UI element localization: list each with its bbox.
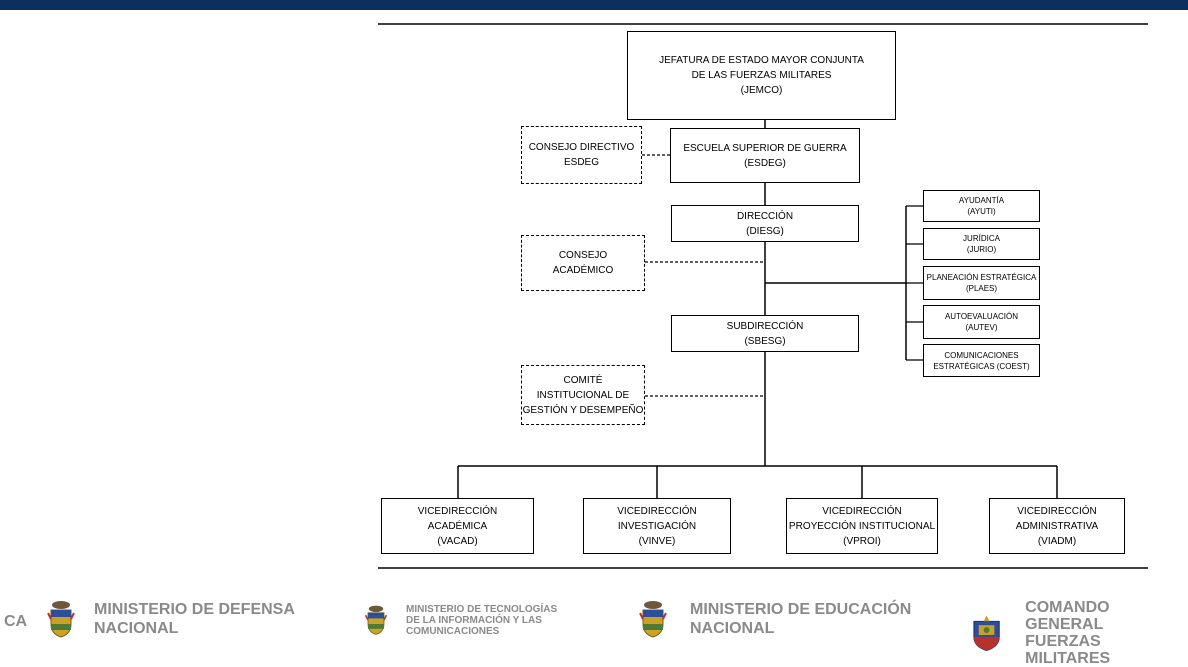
logo-text-line: COMUNICACIONES <box>406 625 500 637</box>
logo-text-line: COMANDO GENERAL <box>1025 599 1110 633</box>
top-accent-bar <box>0 0 1188 10</box>
comite-line: GESTIÓN Y DESEMPEÑO <box>522 404 644 416</box>
subdireccion-box: SUBDIRECCIÓN (SBESG) <box>671 315 859 352</box>
comite-box: COMITÉ INSTITUCIONAL DE GESTIÓN Y DESEMP… <box>521 365 645 425</box>
consejo-directivo-line: ESDEG <box>563 157 599 168</box>
logo-text-line: FUERZAS MILITARES <box>1025 633 1111 667</box>
staff-unit-line: (JURIO) <box>966 245 997 254</box>
vicedireccion-line: VICEDIRECCIÓN <box>617 505 697 517</box>
consejo-academico-line: ACADÉMICO <box>552 265 614 276</box>
staff-unit-line: AYUDANTÍA <box>958 196 1005 205</box>
connector-lines <box>378 23 1148 569</box>
logo-mintic[interactable]: MINISTERIO DE TECNOLOGÍAS DE LA INFORMAC… <box>364 603 557 637</box>
esdeg-box: ESCUELA SUPERIOR DE GUERRA (ESDEG) <box>670 128 860 183</box>
coat-of-arms-icon <box>47 601 75 638</box>
esdeg-line: ESCUELA SUPERIOR DE GUERRA <box>683 142 847 154</box>
jemco-line: DE LAS FUERZAS MILITARES <box>691 70 832 81</box>
direccion-line: (DIESG) <box>746 225 784 237</box>
logo-text-line: MINISTERIO DE TECNOLOGÍAS <box>406 603 558 615</box>
org-chart: JEFATURA DE ESTADO MAYOR CONJUNTA DE LAS… <box>378 23 1148 569</box>
logo-mineducacion[interactable]: MINISTERIO DE EDUCACIÓN NACIONAL <box>638 599 911 639</box>
cut-off-text: CA <box>4 613 28 630</box>
logo-text-line: MINISTERIO DE DEFENSA <box>94 601 295 618</box>
vicedireccion-line: (VACAD) <box>437 535 478 547</box>
jemco-line: JEFATURA DE ESTADO MAYOR CONJUNTA <box>659 55 864 66</box>
staff-unit-autev: AUTOEVALUACIÓN (AUTEV) <box>923 305 1040 339</box>
staff-unit-line: (AUTEV) <box>965 323 998 332</box>
vicedireccion-proyeccion: VICEDIRECCIÓN PROYECCIÓN INSTITUCIONAL (… <box>786 498 938 554</box>
direccion-line: DIRECCIÓN <box>736 210 794 222</box>
vicedireccion-academica: VICEDIRECCIÓN ACADÉMICA (VACAD) <box>381 498 534 554</box>
vicedireccion-line: ACADÉMICA <box>427 520 488 532</box>
military-shield-icon <box>973 615 1000 652</box>
jemco-box: JEFATURA DE ESTADO MAYOR CONJUNTA DE LAS… <box>627 31 896 120</box>
coat-of-arms-icon <box>364 605 388 635</box>
vicedireccion-line: (VIADM) <box>1037 535 1077 547</box>
staff-unit-line: COMUNICACIONES <box>944 350 1019 360</box>
vicedireccion-line: VICEDIRECCIÓN <box>417 505 498 517</box>
staff-unit-line: AUTOEVALUACIÓN <box>944 312 1019 321</box>
logo-text-line: MINISTERIO DE EDUCACIÓN <box>690 601 912 618</box>
subdireccion-line: (SBESG) <box>744 335 786 347</box>
logo-text-line: NACIONAL <box>94 620 179 637</box>
coat-of-arms-icon <box>639 601 667 638</box>
vicedireccion-administrativa: VICEDIRECCIÓN ADMINISTRATIVA (VIADM) <box>989 498 1125 554</box>
vicedireccion-line: (VPROI) <box>843 535 881 547</box>
staff-unit-line: (PLAES) <box>965 284 998 293</box>
consejo-directivo-line: CONSEJO DIRECTIVO <box>528 142 635 153</box>
staff-unit-ayuti: AYUDANTÍA (AYUTI) <box>923 190 1040 222</box>
consejo-directivo-box: CONSEJO DIRECTIVO ESDEG <box>521 126 642 184</box>
esdeg-line: (ESDEG) <box>744 157 786 169</box>
staff-unit-jurio: JURÍDICA (JURIO) <box>923 228 1040 260</box>
staff-unit-line: JURÍDICA <box>963 234 1000 243</box>
ministry-logo-strip: CA MINISTERIO DE DEFENSA NACIONAL MINIST… <box>0 585 1188 667</box>
staff-unit-line: (AYUTI) <box>967 207 996 216</box>
staff-unit-plaes: PLANEACIÓN ESTRATÉGICA (PLAES) <box>923 266 1040 300</box>
staff-unit-coest: COMUNICACIONES ESTRATÉGICAS (COEST) <box>923 344 1040 377</box>
vicedireccion-line: ADMINISTRATIVA <box>1015 520 1099 532</box>
logo-comando-general[interactable]: COMANDO GENERAL FUERZAS MILITARES <box>970 599 1188 667</box>
vicedireccion-line: (VINVE) <box>638 535 676 547</box>
logo-mindefensa[interactable]: MINISTERIO DE DEFENSA NACIONAL <box>46 599 295 639</box>
staff-unit-line: ESTRATÉGICAS (COEST) <box>933 361 1030 371</box>
vicedireccion-investigacion: VICEDIRECCIÓN INVESTIGACIÓN (VINVE) <box>583 498 731 554</box>
vicedireccion-line: INVESTIGACIÓN <box>617 520 697 532</box>
vicedireccion-line: PROYECCIÓN INSTITUCIONAL <box>788 520 936 532</box>
vicedireccion-line: VICEDIRECCIÓN <box>1017 505 1097 517</box>
logo-text-line: NACIONAL <box>690 620 775 637</box>
vicedireccion-line: VICEDIRECCIÓN <box>822 505 902 517</box>
consejo-academico-box: CONSEJO ACADÉMICO <box>521 235 645 291</box>
direccion-box: DIRECCIÓN (DIESG) <box>671 205 859 242</box>
comite-line: COMITÉ <box>563 374 603 386</box>
consejo-academico-line: CONSEJO <box>558 250 608 261</box>
logo-text-line: DE LA INFORMACIÓN Y LAS <box>406 614 542 626</box>
jemco-line: (JEMCO) <box>740 85 783 96</box>
subdireccion-line: SUBDIRECCIÓN <box>726 320 804 332</box>
comite-line: INSTITUCIONAL DE <box>536 389 630 401</box>
staff-unit-line: PLANEACIÓN ESTRATÉGICA <box>926 273 1037 282</box>
